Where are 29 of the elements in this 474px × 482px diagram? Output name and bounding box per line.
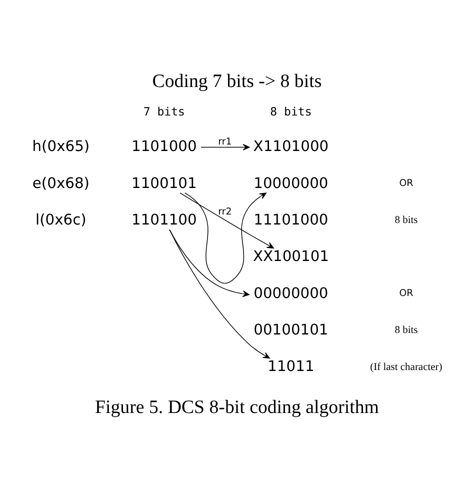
arrow <box>200 144 250 150</box>
node-text: X1101000 <box>253 138 329 156</box>
node-text: 10000000 <box>254 174 328 192</box>
node-text: 1101000 <box>132 138 197 156</box>
edge-label: rr2 <box>218 206 232 218</box>
label: 7 bits <box>143 104 185 119</box>
node-text: 1100101 <box>132 174 197 192</box>
label: 8 bits <box>394 325 418 336</box>
node-text: XX100101 <box>252 248 329 266</box>
arrow <box>184 192 267 284</box>
diagram-title: Coding 7 bits -> 8 bits <box>152 70 322 92</box>
node-text: 00100101 <box>254 321 328 338</box>
label: h(0x65) <box>32 138 90 156</box>
label: 8 bits <box>394 215 418 226</box>
label: (If last character) <box>370 362 442 373</box>
arrow <box>169 229 250 297</box>
label: l(0x6c) <box>36 211 86 228</box>
node-text: 11101000 <box>254 211 328 228</box>
label: e(0x68) <box>32 174 90 192</box>
label: OR <box>399 288 414 300</box>
caption: Figure 5. DCS 8-bit coding algorithm <box>95 396 379 418</box>
node-text: 1101100 <box>132 211 197 228</box>
arrow <box>169 229 270 359</box>
label: OR <box>399 178 414 190</box>
node-text: 11011 <box>268 358 314 376</box>
label: 8 bits <box>270 104 312 119</box>
arrow <box>180 192 274 249</box>
edge-label: rr1 <box>218 136 232 148</box>
node-text: 00000000 <box>254 284 328 302</box>
